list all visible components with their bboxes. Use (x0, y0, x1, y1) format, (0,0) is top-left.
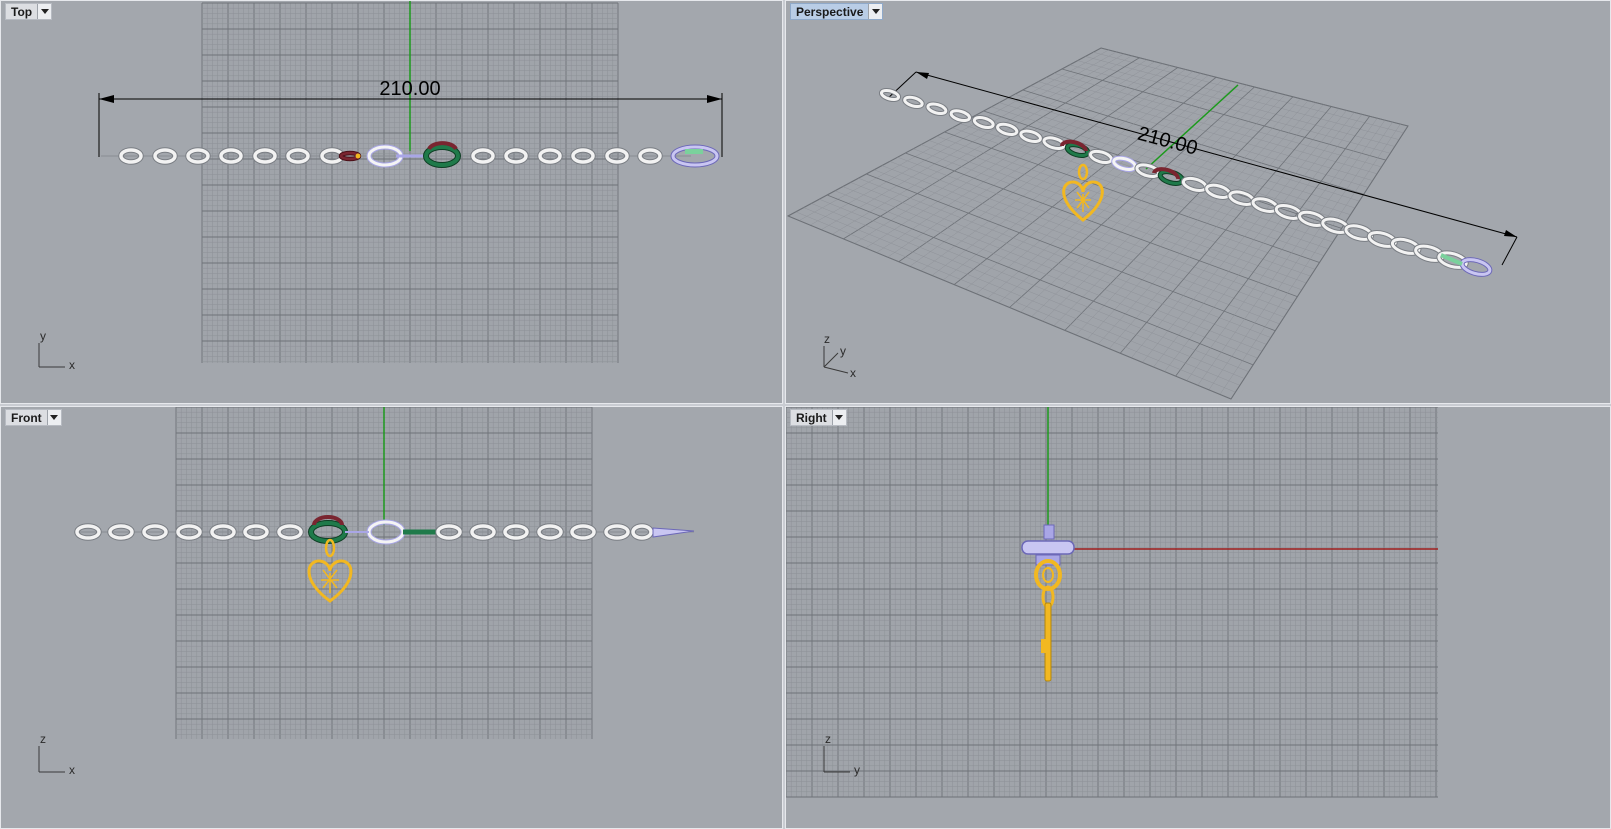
front-canvas[interactable]: z x (1, 407, 783, 829)
chain-link[interactable] (75, 524, 101, 540)
chain-link[interactable] (436, 524, 462, 540)
viewport-title-top[interactable]: Top (5, 3, 53, 20)
viewport-perspective[interactable]: 210.00 z y x Perspective (785, 0, 1611, 404)
chain-link[interactable] (605, 148, 629, 164)
dropdown-arrow-icon[interactable] (37, 4, 52, 19)
chain-link[interactable] (537, 524, 563, 540)
dropdown-arrow-icon[interactable] (868, 4, 883, 19)
axis-label-horizontal: x (69, 358, 75, 372)
chain-link[interactable] (1019, 129, 1042, 144)
chain-link[interactable] (903, 95, 924, 109)
chain-link[interactable] (153, 148, 177, 164)
chain-link[interactable] (119, 148, 143, 164)
chain-link[interactable] (1390, 237, 1421, 256)
charm-heart[interactable] (307, 538, 353, 603)
y-axis-line (1145, 84, 1239, 170)
axis-label-horizontal: y (854, 763, 860, 777)
charm-side-view[interactable] (1034, 559, 1062, 682)
viewport-name: Front (11, 411, 42, 425)
viewport-name: Right (796, 411, 827, 425)
perspective-canvas[interactable]: 210.00 z y x (786, 1, 1611, 404)
construction-grid (786, 407, 1438, 798)
chain-link[interactable] (504, 148, 528, 164)
chain-link[interactable] (1460, 257, 1492, 277)
chain-link[interactable] (996, 122, 1019, 137)
axis-indicator-icon: z x (38, 732, 75, 777)
chain-link[interactable] (108, 524, 134, 540)
chain-link[interactable] (243, 524, 269, 540)
chain[interactable] (101, 141, 720, 168)
viewport-name: Top (11, 5, 33, 19)
chain-link[interactable] (1042, 136, 1066, 151)
chain-link[interactable] (926, 102, 948, 116)
chain-link[interactable] (638, 148, 662, 164)
viewport-top[interactable]: 210.00 y x Top (0, 0, 783, 404)
chain-link[interactable] (631, 524, 653, 540)
viewport-title-front[interactable]: Front (5, 409, 62, 426)
chain-link[interactable] (1367, 230, 1397, 249)
chain-link[interactable] (470, 524, 496, 540)
top-canvas[interactable]: 210.00 y x (1, 1, 783, 404)
chain-link[interactable] (879, 88, 901, 102)
axis-label-x: x (850, 366, 856, 380)
chain-link[interactable] (176, 524, 202, 540)
chain-link[interactable] (538, 148, 562, 164)
chain-link[interactable] (286, 148, 310, 164)
chain[interactable] (878, 87, 1493, 277)
viewport-name: Perspective (796, 5, 864, 19)
chain-link[interactable] (571, 148, 595, 164)
axis-label-vertical: z (825, 732, 831, 746)
axis-indicator-icon: z y (823, 732, 860, 777)
chain-link[interactable] (1437, 250, 1468, 270)
chain[interactable] (74, 515, 695, 545)
viewport-right[interactable]: z y Right (785, 406, 1611, 829)
viewport-title-right[interactable]: Right (790, 409, 847, 426)
chain-link[interactable] (277, 524, 303, 540)
axis-label-z: z (824, 332, 830, 346)
chain-link[interactable] (604, 524, 630, 540)
chain-link[interactable] (219, 148, 243, 164)
chain-link[interactable] (471, 148, 495, 164)
chain-link[interactable] (210, 524, 236, 540)
axis-label-vertical: y (40, 329, 46, 343)
right-canvas[interactable]: z y (786, 407, 1611, 829)
chain-link[interactable] (671, 145, 719, 167)
chain-link[interactable] (949, 109, 971, 123)
chain-link[interactable] (142, 524, 168, 540)
viewport-front[interactable]: z x Front (0, 406, 783, 829)
axis-label-vertical: z (40, 732, 46, 746)
dimension-line: 210.00 (98, 78, 723, 157)
axis-indicator-icon: y x (38, 329, 75, 372)
charm-heart[interactable] (1062, 163, 1104, 222)
axis-label-y: y (840, 344, 846, 358)
dimension-text: 210.00 (379, 78, 440, 100)
axis-indicator-icon: z y x (823, 332, 856, 380)
axis-label-horizontal: x (69, 763, 75, 777)
viewport-title-perspective[interactable]: Perspective (790, 3, 884, 20)
chain-link[interactable] (186, 148, 210, 164)
dropdown-arrow-icon[interactable] (46, 410, 61, 425)
chain-link[interactable] (972, 116, 995, 130)
chain-link[interactable] (503, 524, 529, 540)
chain-link[interactable] (424, 145, 460, 167)
chain-link[interactable] (1089, 149, 1113, 164)
chain-link[interactable] (570, 524, 596, 540)
chain-link[interactable] (253, 148, 277, 164)
dropdown-arrow-icon[interactable] (831, 410, 846, 425)
